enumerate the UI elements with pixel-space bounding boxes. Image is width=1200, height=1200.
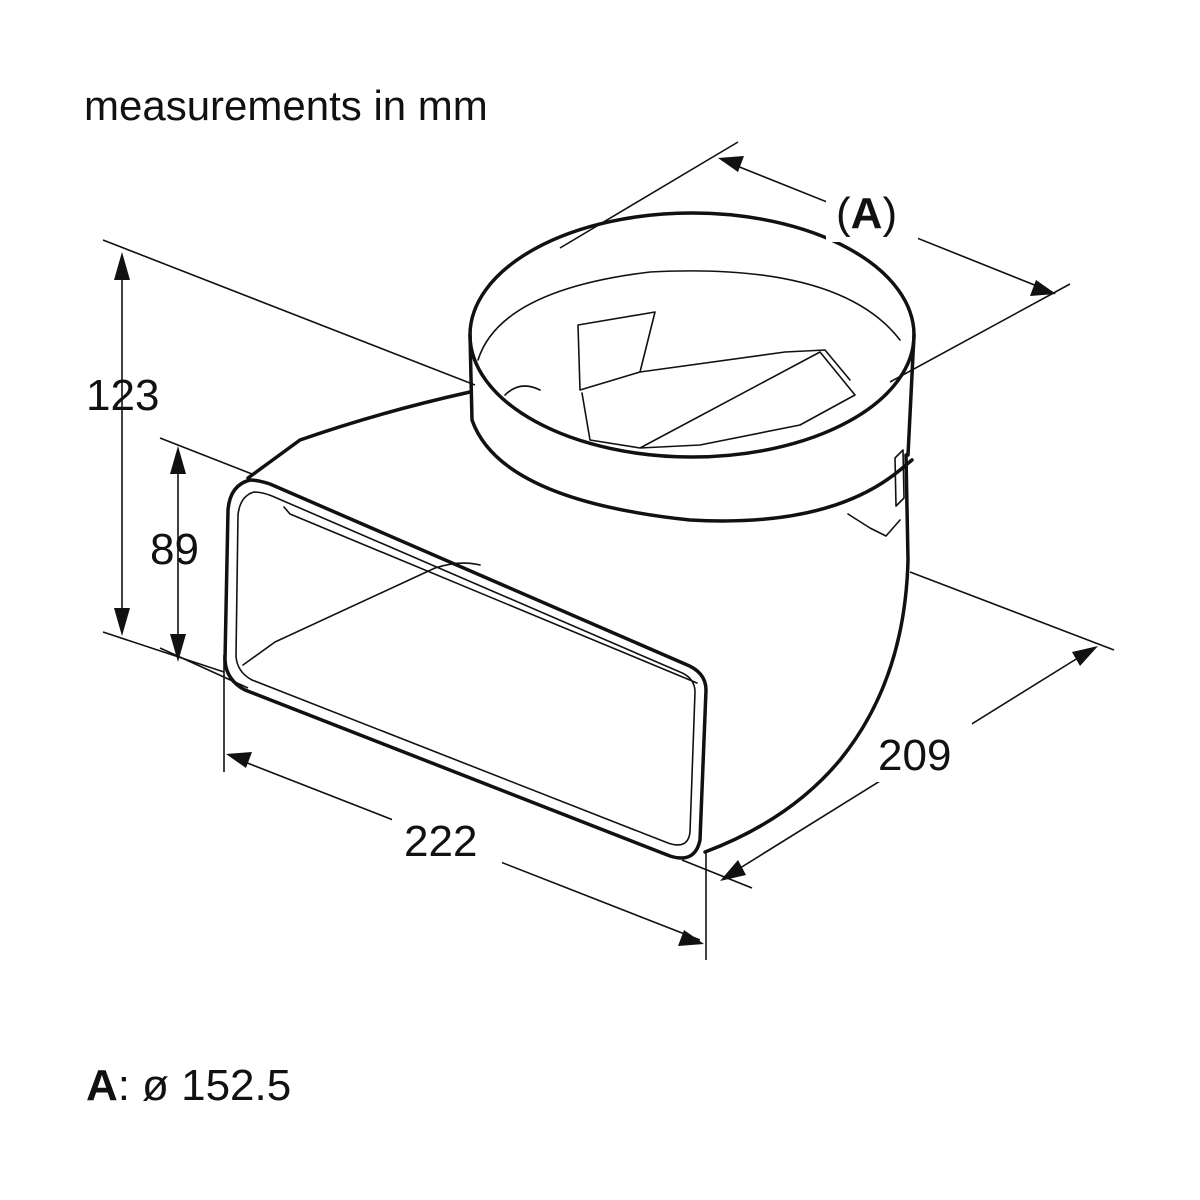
round-collar-inner-rim	[477, 270, 901, 361]
dim-label-A-close: )	[882, 189, 897, 238]
legend-separator: :	[118, 1061, 130, 1110]
arrow-A-right	[1030, 280, 1056, 296]
internal-deflector	[577, 311, 656, 391]
dim-label-222: 222	[404, 817, 477, 866]
measurements-heading: measurements in mm	[84, 82, 488, 129]
arrow-222-right	[678, 930, 704, 946]
dim-label-123: 123	[86, 371, 159, 420]
collar-clip	[894, 449, 905, 507]
ext-line-bottom-123	[102, 631, 225, 673]
dim-label-89: 89	[150, 525, 199, 574]
arrow-209-bottom	[720, 860, 746, 881]
ext-line-right-A	[889, 283, 1071, 383]
round-collar-left-wall	[468, 333, 914, 523]
collar-lower-seam	[847, 513, 901, 537]
duct-adapter-body	[223, 211, 916, 860]
ext-line-left-A	[559, 141, 739, 249]
outlet-interior-floor	[242, 562, 481, 666]
internal-vane	[581, 351, 856, 449]
arrow-123-top	[114, 252, 130, 280]
ext-line-bottom-209	[681, 859, 753, 889]
outlet-interior-top	[283, 506, 698, 684]
arrow-222-left	[226, 752, 252, 768]
legend: A:ø 152.5	[86, 1061, 291, 1110]
round-collar-right-wall	[906, 333, 916, 457]
arrow-123-bottom	[114, 608, 130, 636]
transition-right-flank	[703, 453, 910, 854]
dim-label-A-key: A	[851, 189, 883, 238]
arrow-89-top	[170, 446, 186, 474]
legend-value: ø 152.5	[142, 1061, 291, 1110]
ext-line-top-89	[159, 437, 253, 475]
legend-key: A	[86, 1061, 118, 1110]
dimension-lines	[102, 141, 1115, 960]
ext-line-top-123	[102, 239, 476, 386]
arrow-89-bottom	[170, 634, 186, 662]
dim-label-209: 209	[878, 731, 951, 780]
dim-222-label-bg	[392, 808, 502, 868]
ext-line-bottom-89	[159, 647, 249, 689]
arrow-A-left	[718, 156, 744, 172]
dim-label-A: (A)	[836, 189, 897, 238]
internal-boss	[504, 385, 541, 396]
transition-top-surface	[246, 390, 472, 480]
arrow-209-top	[1072, 646, 1098, 666]
ext-line-top-209	[909, 571, 1115, 651]
dim-A-label-bg	[826, 184, 918, 242]
dim-label-A-open: (	[836, 189, 851, 238]
rect-outlet-outer	[223, 478, 708, 860]
internal-vane-edge	[639, 349, 851, 381]
dim-209-label-bg	[868, 722, 972, 782]
rect-outlet-inner	[235, 491, 696, 846]
